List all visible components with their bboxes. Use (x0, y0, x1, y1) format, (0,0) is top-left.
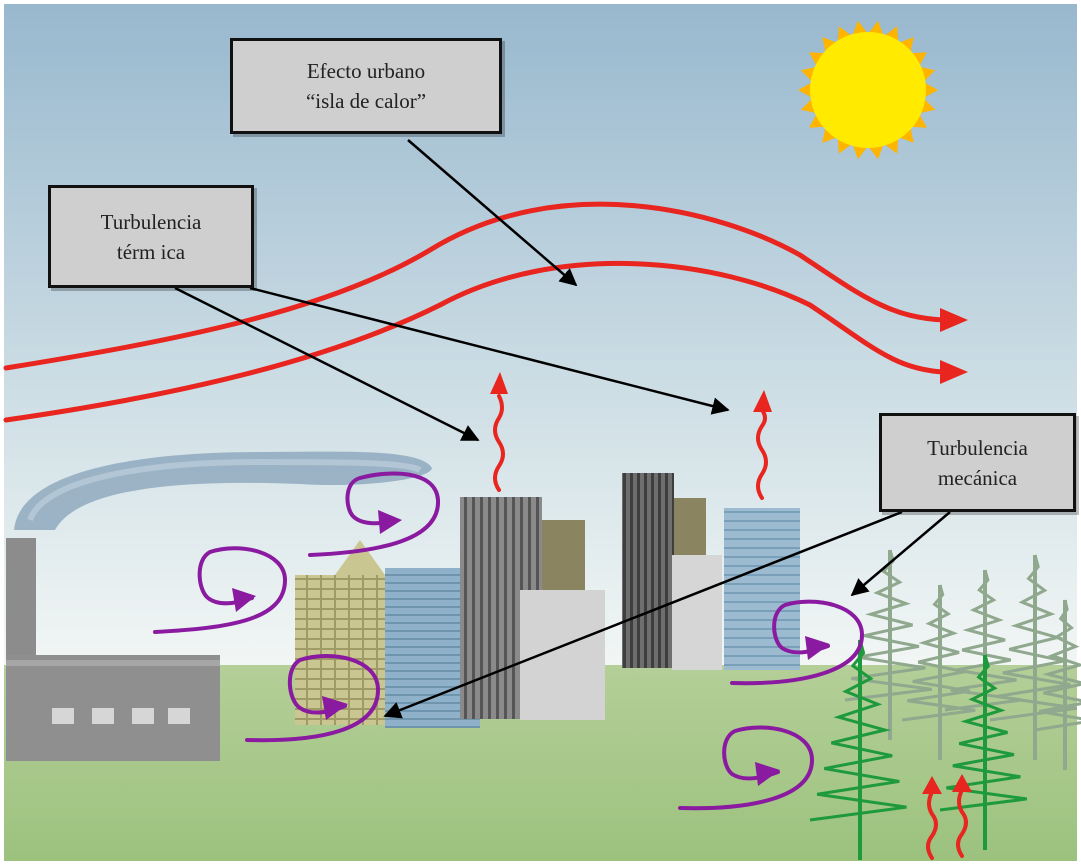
eddy-1 (308, 471, 441, 557)
eddy-4-head (805, 636, 830, 660)
airflow-arrow-lower-head (940, 360, 968, 384)
label-urban-heat-island: Efecto urbano “isla de calor” (230, 38, 502, 134)
tree-back-2 (901, 584, 976, 760)
tree-front-1 (809, 639, 907, 860)
heat-arrow-4 (956, 788, 968, 858)
tree-back-1 (844, 549, 932, 740)
eddy-3-head (322, 696, 348, 720)
airflow-arrow-upper (3, 201, 948, 371)
label-mechanical-turbulence: Turbulencia mecánica (879, 413, 1076, 512)
eddy-1-head (378, 510, 402, 534)
label-urban-line2: “isla de calor” (305, 89, 427, 113)
heat-rising-arrows (490, 372, 972, 860)
factory (6, 538, 220, 761)
heat-arrow-1-head (490, 372, 508, 394)
heat-arrow-1 (493, 394, 505, 492)
label-mech-line1: Turbulencia (927, 435, 1028, 460)
airflow-arrow-upper-head (940, 308, 968, 332)
tree-back-5 (1034, 599, 1081, 770)
heat-arrow-3-head (922, 776, 942, 794)
heat-arrow-2 (756, 408, 768, 500)
eddy-5 (678, 725, 815, 811)
turbulence-eddies (153, 471, 865, 811)
label-urban-line1: Efecto urbano (306, 59, 426, 83)
eddy-2-head (232, 588, 256, 612)
pointer-arrows (174, 139, 951, 719)
airflow-arrows (3, 201, 968, 423)
eddy-2 (153, 546, 288, 634)
pointer-thermal-right (249, 286, 730, 415)
foreground-trees (809, 639, 1027, 860)
pointer-urban-island (407, 139, 578, 287)
pointer-mech-left (383, 510, 903, 719)
pointer-thermal-left (174, 286, 480, 442)
background-trees (844, 549, 1081, 770)
label-thermal-line2: térm ica (116, 239, 186, 264)
airflow-arrow-lower (3, 260, 948, 423)
eddy-3 (245, 653, 381, 743)
smoke-plume (14, 451, 432, 530)
label-thermal-line1: Turbulencia (100, 209, 202, 234)
eddy-5-head (755, 762, 780, 786)
heat-arrow-3 (926, 790, 938, 860)
label-thermal-turbulence: Turbulencia térm ica (48, 185, 254, 288)
city-buildings (295, 473, 800, 728)
tree-front-2 (939, 654, 1027, 850)
eddy-4 (730, 599, 865, 686)
heat-arrow-4-head (952, 774, 972, 792)
heat-arrow-2-head (753, 390, 772, 412)
sun-icon (798, 20, 938, 160)
label-mech-line2: mecánica (937, 465, 1018, 490)
pointer-mech-right (850, 511, 951, 597)
